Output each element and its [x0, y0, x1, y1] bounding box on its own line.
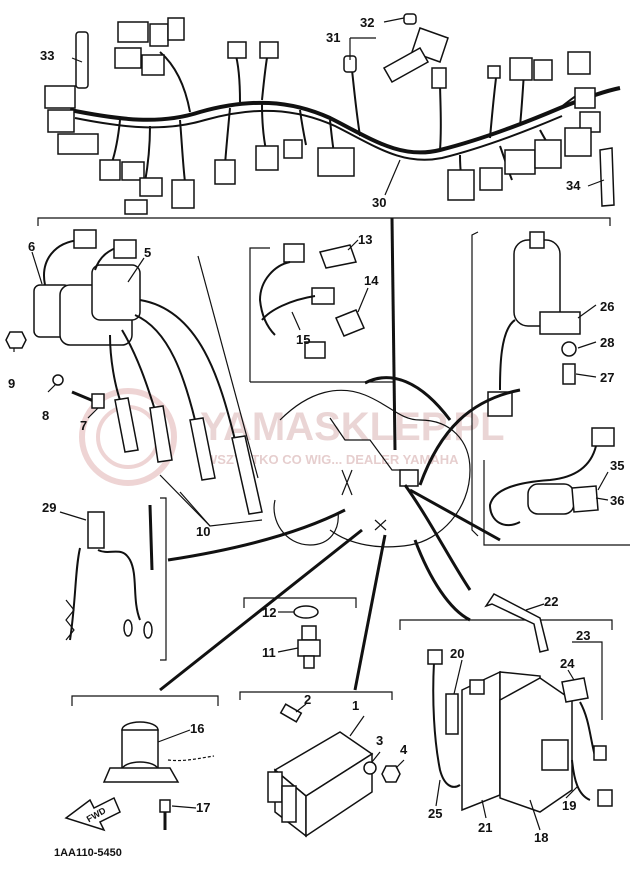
connector — [117, 21, 149, 43]
callout-22: 22 — [544, 594, 558, 609]
cdi-unit — [239, 691, 401, 838]
switch-14 — [334, 309, 366, 337]
callout-21: 21 — [478, 820, 492, 835]
cap-24 — [561, 677, 589, 703]
callout-1: 1 — [352, 698, 359, 713]
callout-32: 32 — [360, 15, 374, 30]
screw-17 — [159, 799, 171, 813]
battery-band-22 — [484, 593, 549, 653]
callout-11: 11 — [262, 645, 276, 660]
starter-relay — [71, 695, 219, 830]
bulb-32 — [403, 13, 417, 25]
callout-8: 8 — [42, 408, 49, 423]
battery-cover-18 — [499, 677, 573, 813]
callout-36: 36 — [610, 493, 624, 508]
callout-18: 18 — [534, 830, 548, 845]
connector-15 — [311, 287, 335, 305]
callout-5: 5 — [144, 245, 151, 260]
callout-31: 31 — [326, 30, 340, 45]
switch-29 — [87, 511, 105, 549]
screw-2 — [279, 703, 303, 723]
connector-35 — [591, 427, 615, 447]
callout-numbers: 1 2 3 4 5 6 7 8 9 10 11 12 13 14 15 16 1… — [8, 15, 624, 845]
callout-3: 3 — [376, 733, 383, 748]
washer-12 — [293, 605, 319, 619]
washer-3 — [363, 761, 377, 775]
watermark-tagline: WSZYSTKO CO WIG... DEALER YAMAHA — [205, 452, 459, 467]
callout-27: 27 — [600, 370, 614, 385]
callout-13: 13 — [358, 232, 372, 247]
oil-switch — [243, 597, 357, 669]
sensors-group — [249, 243, 395, 383]
nut-9 — [5, 331, 27, 349]
sensor-36 — [571, 485, 599, 513]
callout-16: 16 — [190, 721, 204, 736]
callout-26: 26 — [600, 299, 614, 314]
callout-23: 23 — [576, 628, 590, 643]
fwd-arrow: FWD — [64, 796, 121, 832]
washer-8 — [52, 374, 64, 386]
tie-strap-34 — [599, 147, 615, 207]
watermark: YAMASKLEP.PL WSZYSTKO CO WIG... DEALER Y… — [79, 388, 505, 486]
switch-13 — [318, 244, 357, 269]
callout-35: 35 — [610, 458, 624, 473]
callout-4: 4 — [400, 742, 408, 757]
washer-28 — [561, 341, 577, 357]
wire-harness — [44, 13, 621, 215]
strap-20 — [445, 693, 459, 735]
callout-17: 17 — [196, 800, 210, 815]
callout-10: 10 — [196, 524, 210, 539]
leader-lines — [13, 17, 609, 831]
frame-sketch — [273, 389, 471, 548]
nut-4 — [381, 765, 401, 783]
ignition-coils — [5, 229, 263, 527]
callout-14: 14 — [364, 273, 379, 288]
callout-7: 7 — [80, 418, 87, 433]
callout-6: 6 — [28, 239, 35, 254]
callout-28: 28 — [600, 335, 614, 350]
callout-33: 33 — [40, 48, 54, 63]
part-number: 1AA110-5450 — [54, 847, 122, 859]
callout-15: 15 — [296, 332, 310, 347]
callout-19: 19 — [562, 798, 576, 813]
battery-group — [399, 593, 613, 813]
ignition-switch — [471, 231, 581, 537]
neutral-switch — [65, 497, 167, 661]
callout-24: 24 — [560, 656, 575, 671]
screw-27 — [562, 363, 576, 385]
callout-34: 34 — [566, 178, 581, 193]
callout-29: 29 — [42, 500, 56, 515]
callout-12: 12 — [262, 605, 276, 620]
callout-30: 30 — [372, 195, 386, 210]
bracket-top — [37, 217, 611, 226]
callout-20: 20 — [450, 646, 464, 661]
sensor-lead — [483, 427, 630, 546]
callout-25: 25 — [428, 806, 442, 821]
callout-2: 2 — [304, 692, 311, 707]
callout-9: 9 — [8, 376, 15, 391]
